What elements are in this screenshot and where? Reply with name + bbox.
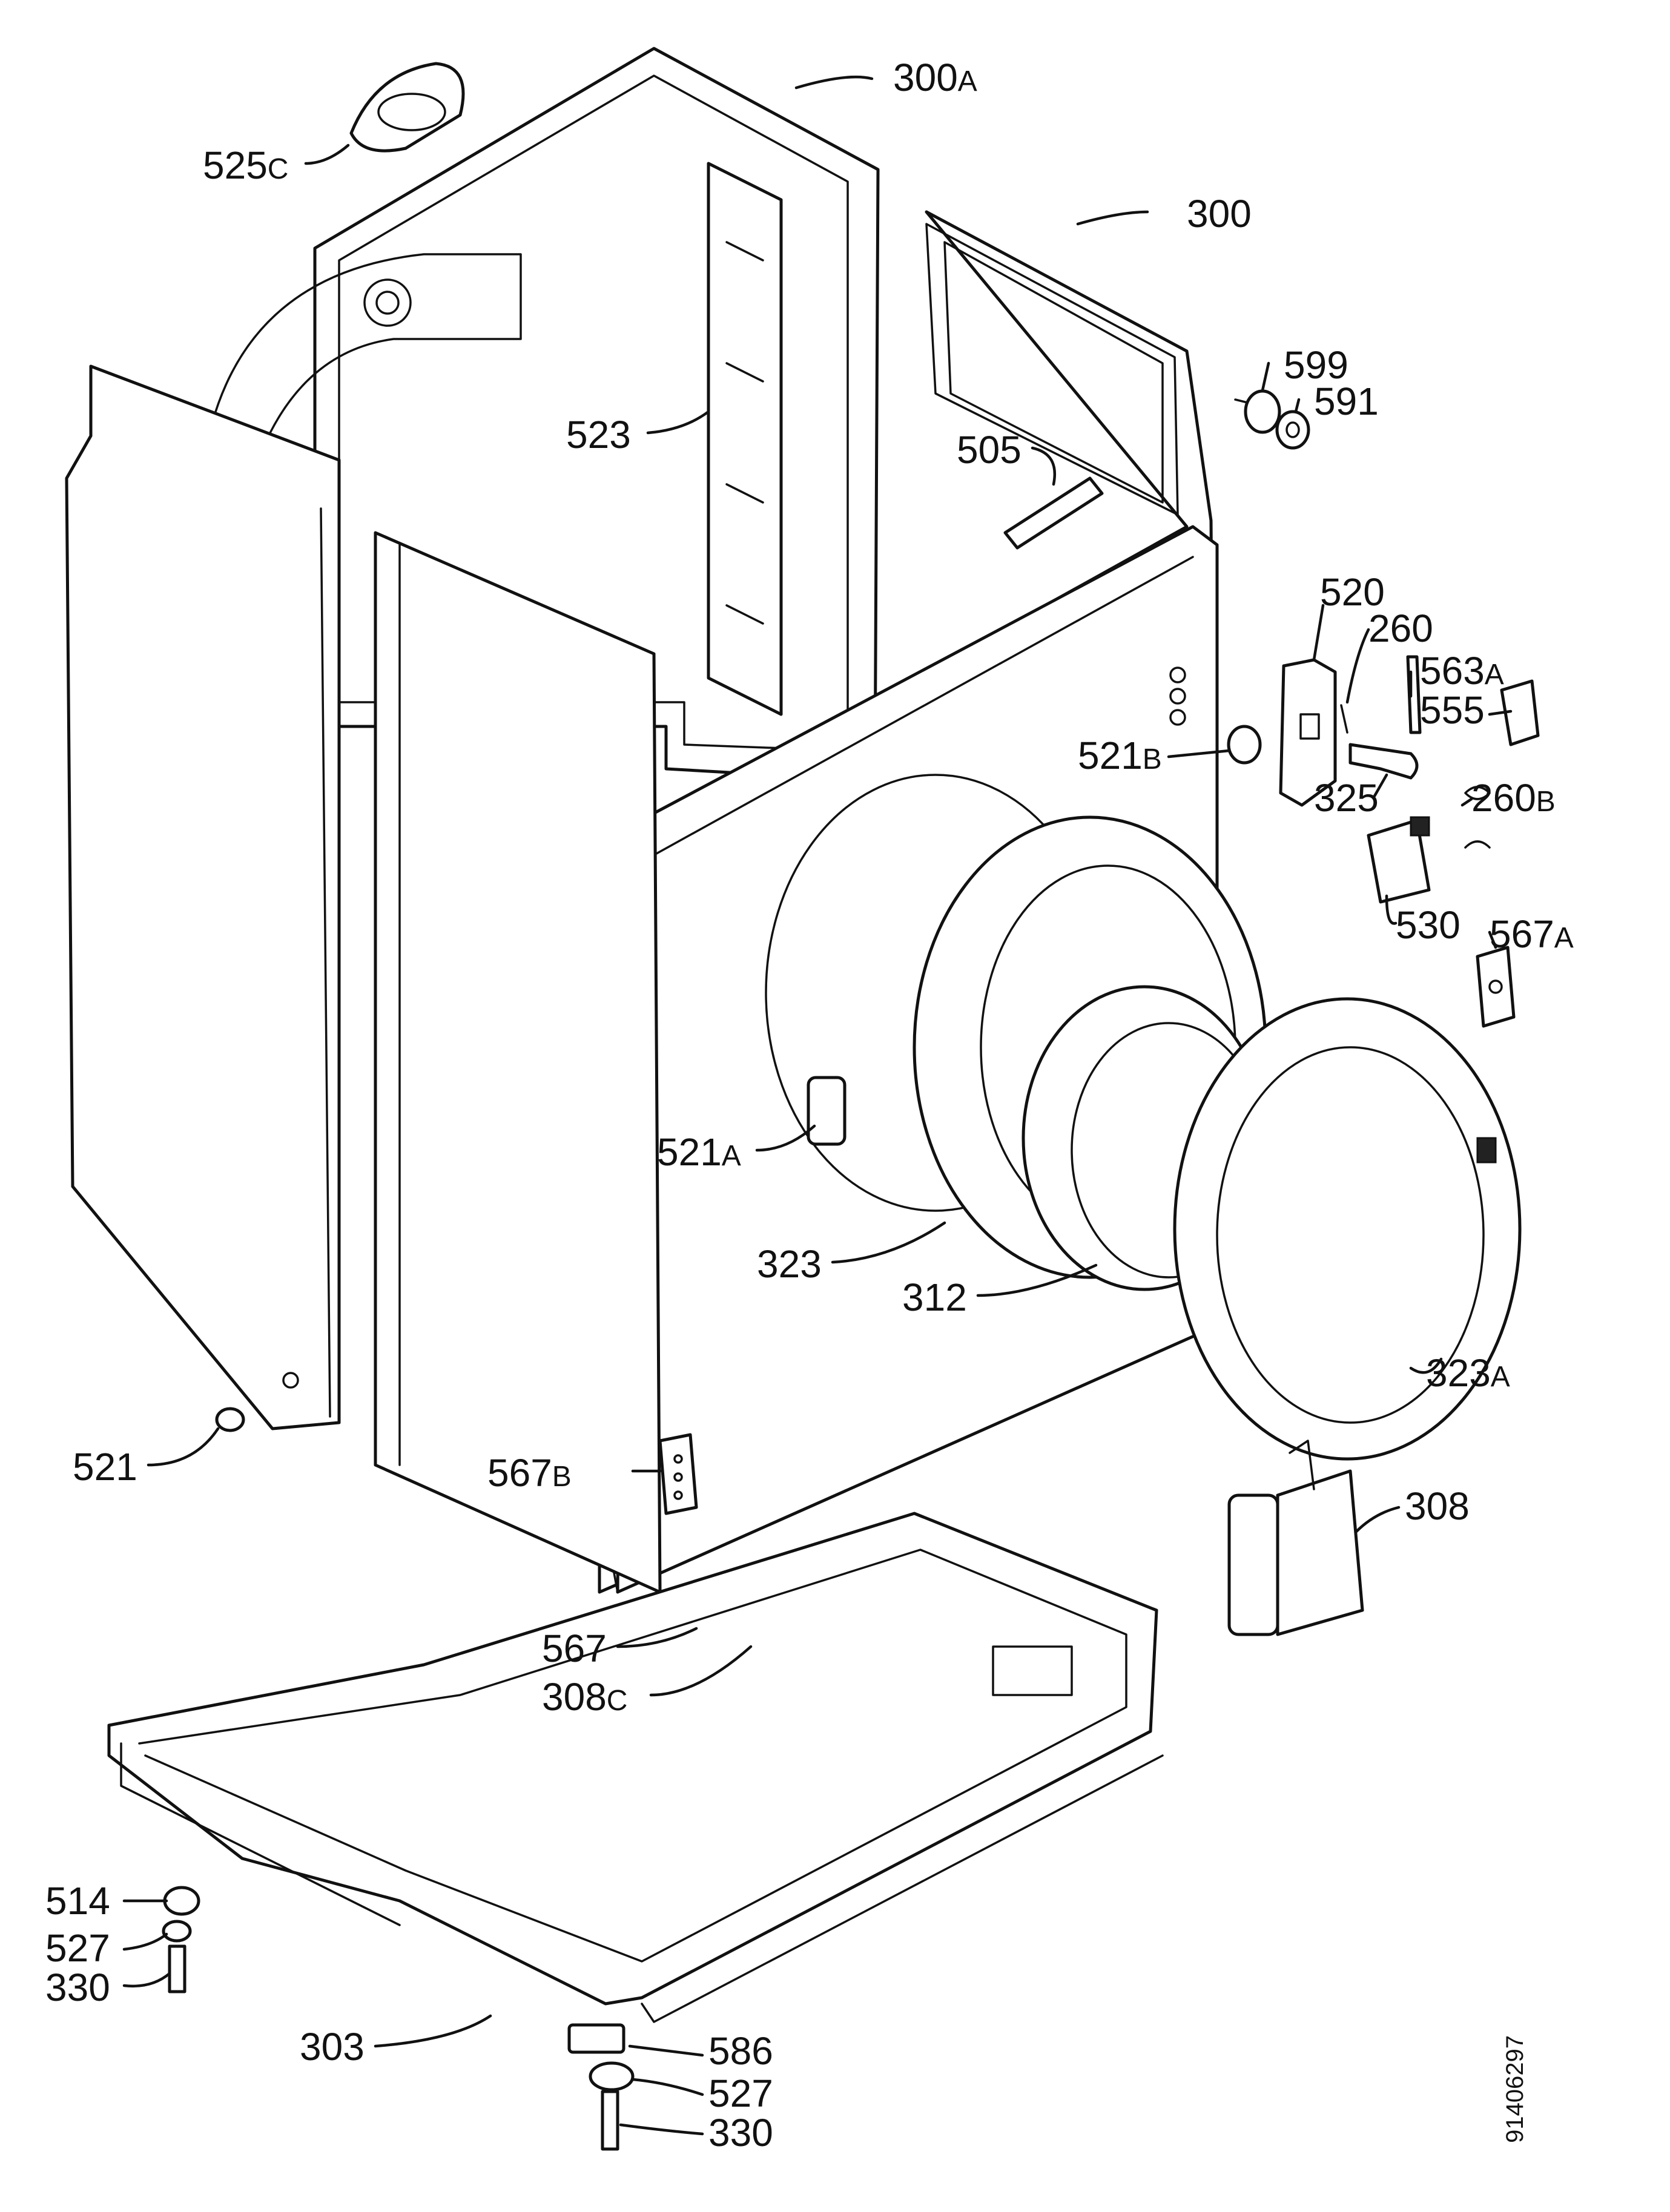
label-591: 591 bbox=[1314, 380, 1379, 423]
plate-567a bbox=[1476, 946, 1516, 1028]
label-330-left: 330 bbox=[45, 1966, 110, 2009]
leader-lines bbox=[122, 75, 1513, 2136]
label-599: 599 bbox=[1284, 343, 1348, 387]
label-527-right: 527 bbox=[708, 2072, 773, 2115]
base-frame-303 bbox=[107, 1512, 1164, 2023]
button-521b bbox=[1227, 725, 1262, 765]
drawing-number: 91406297 bbox=[1502, 2035, 1528, 2143]
clip-525c bbox=[349, 62, 465, 153]
label-530: 530 bbox=[1396, 903, 1460, 947]
label-527-left: 527 bbox=[45, 1926, 110, 1970]
label-308: 308 bbox=[1405, 1484, 1470, 1528]
label-303: 303 bbox=[300, 2025, 365, 2069]
cover-555 bbox=[1500, 679, 1540, 746]
door-front-323a bbox=[1173, 997, 1522, 1461]
label-567b: 567B bbox=[487, 1451, 572, 1495]
label-521a: 521A bbox=[657, 1130, 741, 1174]
label-521b: 521B bbox=[1078, 734, 1162, 777]
left-side-panel bbox=[65, 364, 341, 1430]
label-563a: 563A bbox=[1420, 649, 1504, 693]
knob-599 bbox=[1234, 389, 1281, 434]
label-312: 312 bbox=[902, 1276, 967, 1319]
foot-assembly-left bbox=[162, 1886, 200, 1993]
foot-assembly-right bbox=[567, 2023, 635, 2151]
label-325: 325 bbox=[1314, 776, 1379, 820]
lever-325 bbox=[1348, 743, 1419, 780]
washer-591 bbox=[1275, 410, 1310, 450]
seal-521a bbox=[807, 1076, 847, 1146]
label-260b: 260B bbox=[1471, 776, 1556, 820]
label-505: 505 bbox=[957, 428, 1021, 472]
label-323a: 323A bbox=[1426, 1351, 1510, 1395]
label-567: 567 bbox=[542, 1627, 607, 1670]
bracket-530 bbox=[1367, 816, 1431, 904]
label-300: 300 bbox=[1187, 192, 1252, 235]
spring-260 bbox=[1340, 704, 1348, 734]
label-586: 586 bbox=[708, 2029, 773, 2073]
label-520: 520 bbox=[1320, 570, 1385, 614]
label-514: 514 bbox=[45, 1879, 110, 1923]
bracket-567b bbox=[658, 1433, 698, 1515]
label-330-right: 330 bbox=[708, 2111, 773, 2154]
label-555: 555 bbox=[1420, 688, 1485, 732]
label-300a: 300A bbox=[893, 56, 977, 99]
rod-505 bbox=[1003, 476, 1104, 550]
label-525c: 525C bbox=[203, 143, 288, 187]
label-567a: 567A bbox=[1490, 912, 1574, 956]
right-side-panel bbox=[374, 531, 662, 1594]
hinge-bracket-523 bbox=[707, 162, 783, 716]
part-labels: 300A 300 525C 523 505 599 591 520 260 56… bbox=[45, 56, 1574, 2154]
label-308c: 308C bbox=[542, 1675, 627, 1719]
screw-521 bbox=[215, 1407, 245, 1432]
label-260: 260 bbox=[1368, 607, 1433, 650]
spring-260b bbox=[1464, 786, 1491, 849]
hinge-308 bbox=[1227, 1440, 1364, 1636]
label-323: 323 bbox=[757, 1242, 822, 1286]
label-521: 521 bbox=[73, 1445, 137, 1489]
label-523: 523 bbox=[566, 413, 631, 456]
